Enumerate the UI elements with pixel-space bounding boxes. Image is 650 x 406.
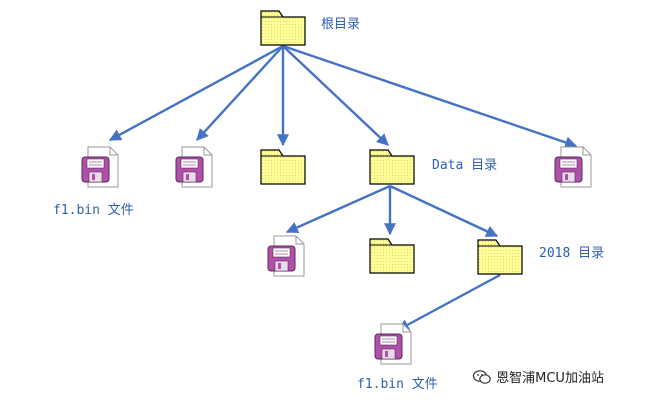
edge-root-to-file-1 [108,44,284,142]
label-file-f1bin-top: f1.bin 文件 [53,203,134,218]
edge-data-to-file [285,184,391,234]
label-root-directory: 根目录 [321,17,361,32]
edges [108,44,578,332]
file-icon-1 [81,146,119,188]
label-2018-directory: 2018 目录 [539,246,605,261]
edge-2018-to-file [396,273,501,332]
label-file-f1bin-bottom: f1.bin 文件 [357,377,438,392]
file-icon-5 [554,146,592,188]
folder-icon-2018 [477,239,523,275]
edge-root-to-data [282,45,389,146]
file-icon-bottom [374,323,412,365]
file-icon-6 [267,235,305,277]
edge-root-to-file-5 [282,44,578,149]
folder-icon-data [369,149,415,185]
watermark: 恩智浦MCU加油站 [472,369,604,387]
folder-icon-7 [369,238,415,274]
file-icon-2 [175,146,213,188]
label-data-directory: Data 目录 [432,158,498,173]
edge-root-to-file-2 [196,45,284,141]
watermark-text: 恩智浦MCU加油站 [496,371,604,386]
folder-icon-3 [260,149,306,185]
nodes [81,10,592,365]
folder-icon-root [260,10,306,46]
wechat-icon [472,370,491,384]
edge-data-to-2018 [389,184,499,238]
